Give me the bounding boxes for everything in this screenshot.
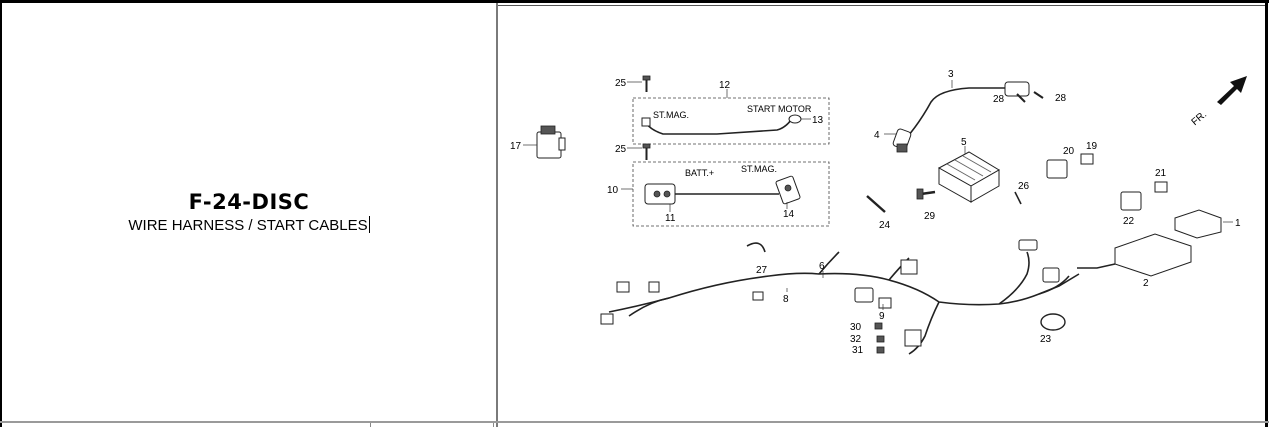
callout-5: 5 bbox=[961, 137, 967, 148]
callout-4: 4 bbox=[874, 130, 880, 141]
top-border bbox=[0, 0, 1269, 3]
start-cable-lower bbox=[644, 175, 801, 205]
bottom-cell-divider bbox=[493, 423, 494, 427]
cable-label-batt-plus: BATT.+ bbox=[685, 168, 714, 178]
bolt-part bbox=[866, 188, 936, 213]
callout-17: 17 bbox=[510, 141, 522, 152]
diagram-top-border bbox=[498, 5, 1265, 6]
main-wire-harness bbox=[600, 239, 1080, 355]
callout-21: 21 bbox=[1155, 168, 1167, 179]
callout-22: 22 bbox=[1123, 216, 1135, 227]
fuse-parts bbox=[874, 322, 885, 354]
section-code: F-24-DISC bbox=[188, 190, 310, 214]
ignition-coil-part bbox=[892, 81, 1030, 153]
callout-2: 2 bbox=[1143, 278, 1149, 289]
callout-20: 20 bbox=[1063, 146, 1075, 157]
callout-12: 12 bbox=[719, 80, 731, 91]
start-cable-upper bbox=[641, 114, 802, 135]
regulator-rectifier-part bbox=[937, 151, 1000, 203]
callout-27: 27 bbox=[756, 265, 768, 276]
section-subtitle-field[interactable]: WIRE HARNESS / START CABLES bbox=[2, 216, 496, 236]
left-border bbox=[0, 0, 2, 427]
relay-part bbox=[1046, 153, 1094, 179]
screw-part bbox=[1016, 91, 1044, 103]
parts-diagram-svg: FR. 17 12 ST.MAG. START MOTOR 13 bbox=[510, 69, 1247, 356]
callout-19: 19 bbox=[1086, 141, 1098, 152]
right-border bbox=[1265, 0, 1268, 427]
callout-29: 29 bbox=[924, 211, 936, 222]
front-direction-label: FR. bbox=[1190, 109, 1209, 128]
callout-28: 28 bbox=[993, 94, 1005, 105]
callout-23: 23 bbox=[1040, 334, 1052, 345]
cable-label-st-mag-bottom: ST.MAG. bbox=[741, 164, 777, 174]
text-cursor bbox=[368, 216, 370, 233]
callout-3: 3 bbox=[948, 69, 954, 80]
callout-28: 28 bbox=[1055, 93, 1067, 104]
cable-band-part bbox=[746, 242, 766, 253]
connector-part bbox=[1120, 181, 1168, 211]
callout-30: 30 bbox=[850, 322, 862, 333]
bolt-part bbox=[642, 75, 651, 92]
callout-1: 1 bbox=[1235, 218, 1241, 229]
callout-31: 31 bbox=[852, 345, 864, 356]
bottom-border bbox=[0, 421, 1269, 423]
cable-label-st-mag-top: ST.MAG. bbox=[653, 110, 689, 120]
front-direction-arrow-icon bbox=[1217, 76, 1247, 105]
cdi-unit-part bbox=[1077, 233, 1192, 277]
callout-9: 9 bbox=[879, 311, 885, 322]
callout-32: 32 bbox=[850, 334, 862, 345]
cable-set-box-lower bbox=[632, 161, 830, 227]
starter-relay-part bbox=[536, 125, 566, 159]
callout-11: 11 bbox=[665, 213, 676, 224]
section-subtitle: WIRE HARNESS / START CABLES bbox=[128, 217, 368, 234]
cable-set-box-upper bbox=[632, 97, 830, 145]
callout-13: 13 bbox=[812, 115, 824, 126]
callout-10: 10 bbox=[607, 185, 619, 196]
callout-6: 6 bbox=[819, 261, 825, 272]
callout-25: 25 bbox=[615, 144, 627, 155]
callout-24: 24 bbox=[879, 220, 891, 231]
bolt-part bbox=[642, 143, 651, 160]
callout-14: 14 bbox=[783, 209, 795, 220]
coupler-part bbox=[1174, 209, 1222, 239]
wire-clamp-part bbox=[1040, 313, 1066, 331]
callout-25: 25 bbox=[615, 78, 627, 89]
exploded-parts-diagram: FR. 17 12 ST.MAG. START MOTOR 13 bbox=[499, 6, 1265, 421]
bottom-cell-divider bbox=[370, 423, 371, 427]
title-block: F-24-DISC WIRE HARNESS / START CABLES bbox=[2, 190, 496, 236]
column-divider bbox=[496, 3, 498, 427]
callout-8: 8 bbox=[783, 294, 789, 305]
clip-part bbox=[1014, 191, 1022, 205]
cable-label-start-motor: START MOTOR bbox=[747, 104, 812, 114]
callout-26: 26 bbox=[1018, 181, 1030, 192]
